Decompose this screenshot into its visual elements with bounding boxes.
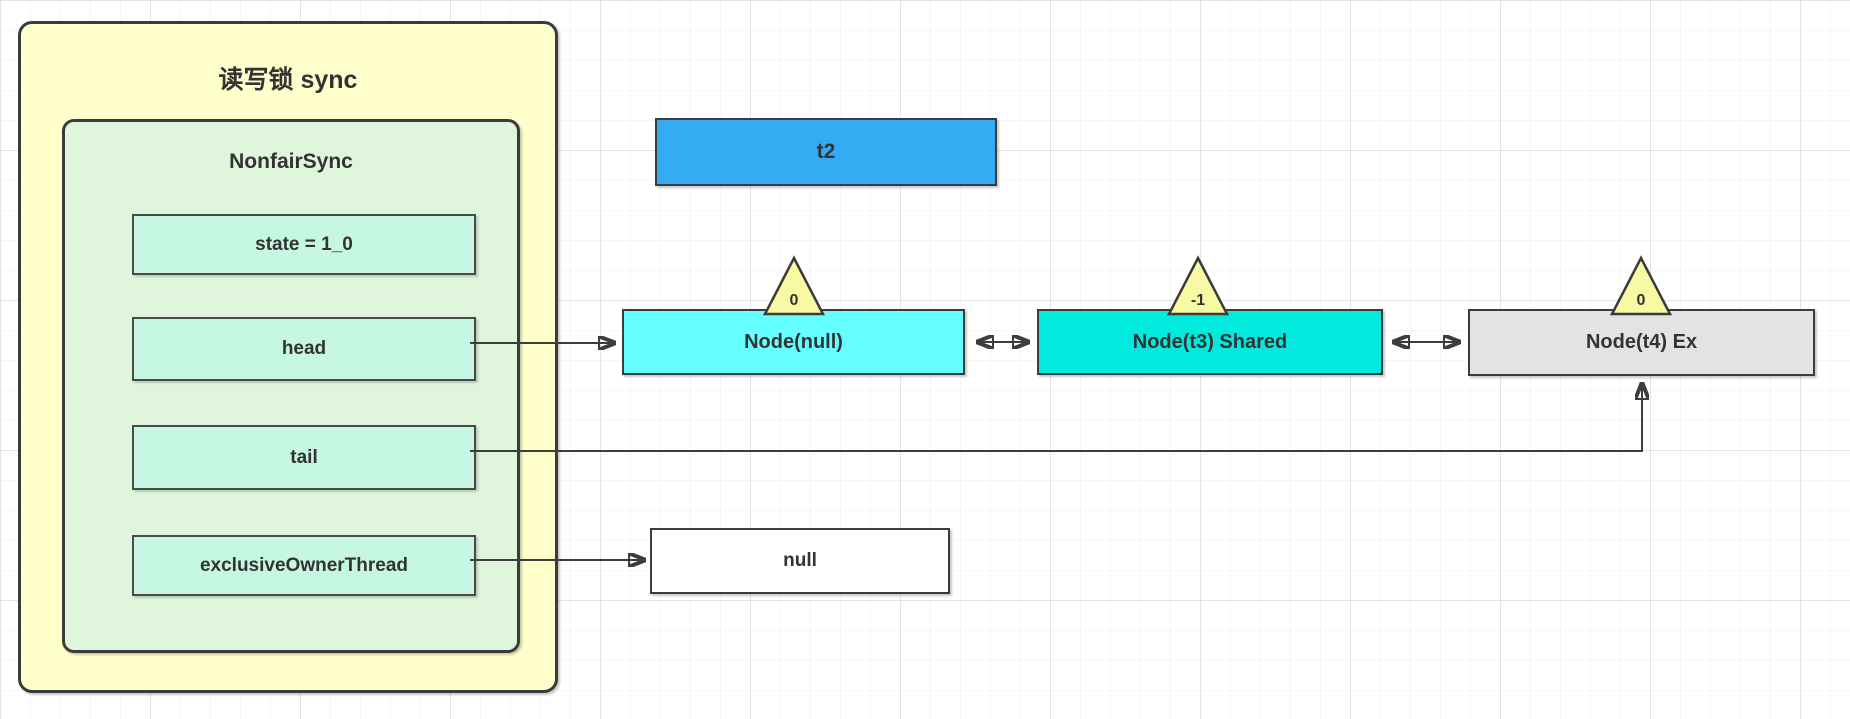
node-head-box[interactable]: Node(null) [622,309,965,375]
nonfairsync-container[interactable]: NonfairSync state = 1_0 head tail exclus… [62,119,520,653]
node-t3-label: Node(t3) Shared [1132,330,1288,353]
node-t3-box[interactable]: Node(t3) Shared [1037,309,1383,375]
field-exclusive-owner-thread-label: exclusiveOwnerThread [199,554,409,576]
nonfairsync-title: NonfairSync [229,150,353,173]
null-box[interactable]: null [650,528,950,594]
wait-status-value-node-t4: 0 [1637,292,1646,309]
wait-status-value-node-t3: -1 [1191,292,1205,309]
field-head-label: head [281,338,327,359]
field-state[interactable]: state = 1_0 [132,214,476,275]
wait-status-triangle-node-t3[interactable]: -1 [1166,255,1230,317]
node-t4-box[interactable]: Node(t4) Ex [1468,309,1815,376]
sync-container-title: 读写锁 sync [218,66,358,94]
tail-arrow[interactable] [470,384,1642,452]
node-t4-label: Node(t4) Ex [1585,331,1698,353]
thread-t2-label: t2 [816,140,836,163]
field-tail-label: tail [290,446,318,468]
field-head[interactable]: head [132,317,476,381]
sync-container[interactable]: 读写锁 sync NonfairSync state = 1_0 head ta… [18,21,558,693]
field-tail[interactable]: tail [132,425,476,490]
null-box-label: null [783,550,817,571]
node-head-label: Node(null) [744,330,843,353]
wait-status-triangle-node-t4[interactable]: 0 [1609,255,1673,317]
field-exclusive-owner-thread[interactable]: exclusiveOwnerThread [132,535,476,596]
wait-status-value-node-head: 0 [790,292,799,309]
wait-status-triangle-node-head[interactable]: 0 [762,255,826,317]
thread-t2-box[interactable]: t2 [655,118,997,186]
field-state-label: state = 1_0 [255,233,353,255]
